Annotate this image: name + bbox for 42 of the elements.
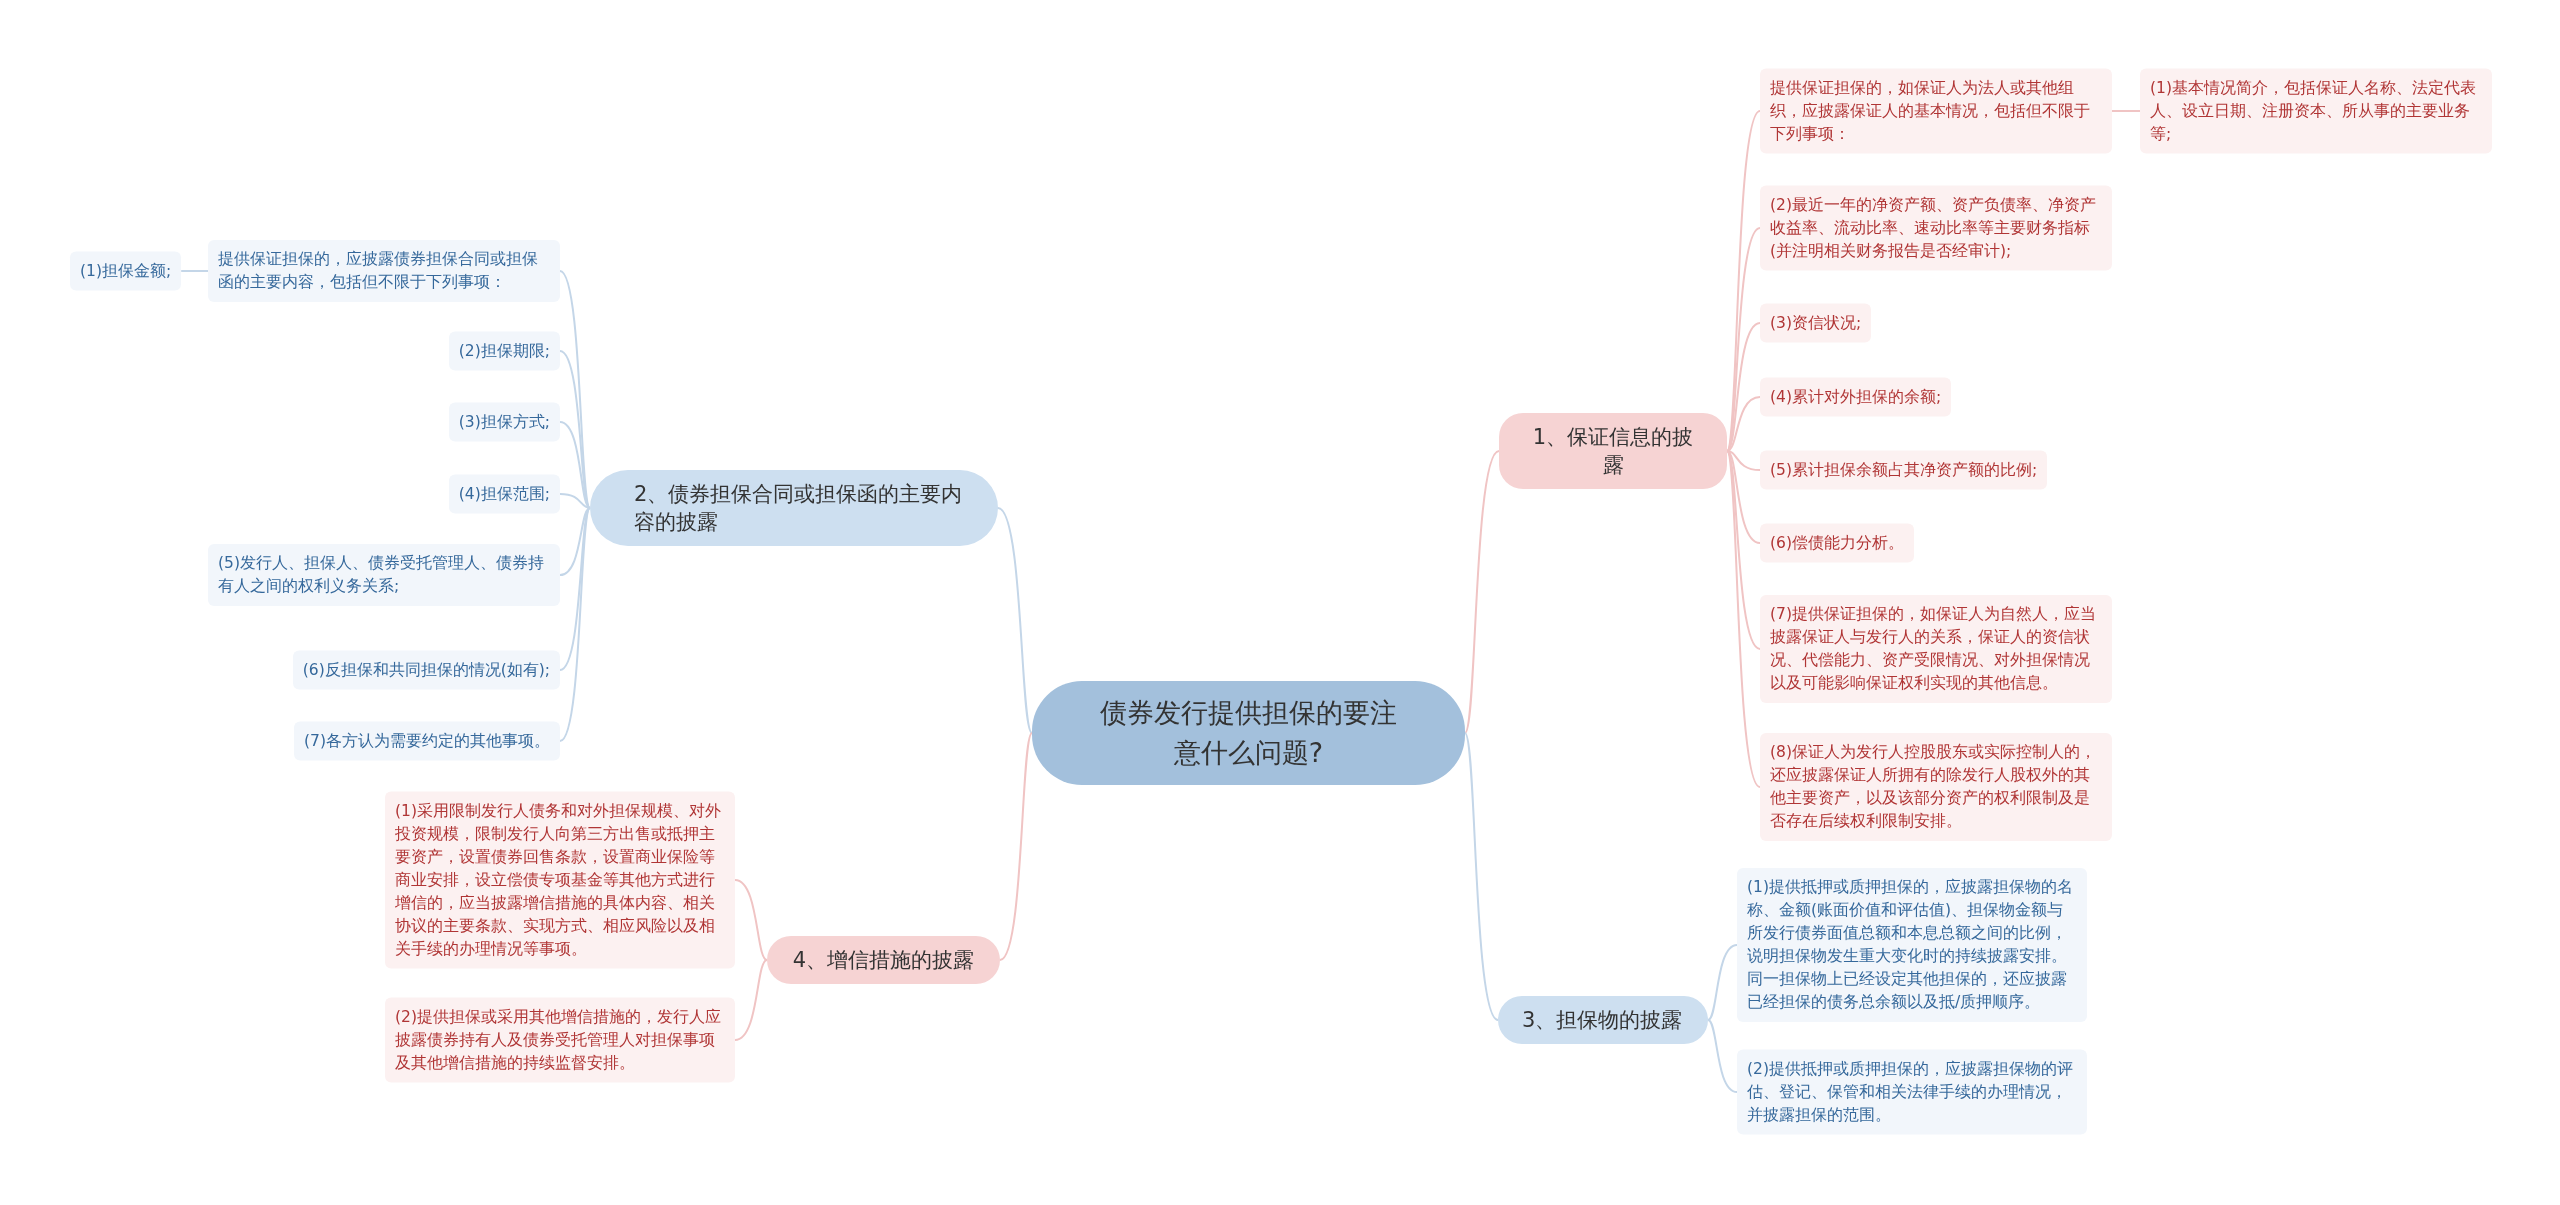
text-card: (2)提供担保或采用其他增信措施的，发行人应披露债券持有人及债券受托管理人对担保事项及其他增信措施的持续监督安排。 [385, 997, 735, 1083]
text-card: (5)发行人、担保人、债券受托管理人、债券持有人之间的权利义务关系; [208, 544, 560, 606]
text-card: (2)担保期限; [448, 331, 560, 371]
text-card: 提供保证担保的，如保证人为法人或其他组织，应披露保证人的基本情况，包括但不限于下列事项： [1760, 68, 2112, 154]
connector-line [1464, 450, 1500, 734]
text-card: (6)偿债能力分析。 [1760, 523, 1914, 563]
connector-line [1707, 1019, 1738, 1093]
topic-pill: 4、增信措施的披露 [767, 936, 1000, 984]
connector-line [1726, 450, 1761, 544]
central-topic: 债券发行提供担保的要注意什么问题? [1032, 681, 1465, 785]
connector-line [559, 507, 591, 576]
topic-pill: 2、债券担保合同或担保函的主要内容的披露 [590, 470, 998, 546]
text-card: (1)采用限制发行人债务和对外担保规模、对外投资规模，限制发行人向第三方出售或抵押主要资产，设置债券回售条款，设置商业保险等商业安排，设立偿债专项基金等其他方式进行增信的，应当披露增信措施的具体内容、相关协议的主要条款、实现方式、相应风险以及相关手续的办理情况等事项。 [385, 791, 735, 969]
text-card: (1)提供抵押或质押担保的，应披露担保物的名称、金额(账面价值和评估值)、担保物金额与所发行债券面值总额和本息总额之间的比例，说明担保物发生重大变化时的持续披露安排。同一担保物上已经设定其他担保的，还应披露已经担保的债务总余额以及抵/质押顺序。 [1737, 868, 2087, 1022]
text-card: (5)累计担保余额占其净资产额的比例; [1760, 450, 2048, 490]
topic-pill: 1、保证信息的披露 [1499, 413, 1727, 489]
text-card: (4)担保范围; [448, 474, 560, 514]
text-card: (3)资信状况; [1760, 303, 1872, 343]
connector-line [1707, 944, 1738, 1021]
text-card: (1)基本情况简介，包括保证人名称、法定代表人、设立日期、注册资本、所从事的主要业务等; [2140, 68, 2492, 154]
connector-line [734, 959, 768, 1041]
connector-line [734, 879, 768, 961]
connector-line [1464, 732, 1499, 1021]
connector-line [180, 270, 209, 272]
connector-line [1726, 450, 1761, 471]
text-card: (6)反担保和共同担保的情况(如有); [292, 650, 560, 690]
text-card: (3)担保方式; [448, 402, 560, 442]
text-card: (1)担保金额; [70, 251, 182, 291]
connector-line [559, 493, 591, 509]
connector-line [559, 421, 591, 509]
connector-line [999, 732, 1033, 961]
topic-pill: 3、担保物的披露 [1498, 996, 1708, 1044]
text-card: (2)最近一年的净资产额、资产负债率、净资产收益率、流动比率、速动比率等主要财务指标(并注明相关财务报告是否经审计); [1760, 185, 2112, 271]
connector-line [997, 507, 1033, 734]
text-card: 提供保证担保的，应披露债券担保合同或担保函的主要内容，包括但不限于下列事项： [208, 240, 560, 302]
text-card: (7)提供保证担保的，如保证人为自然人，应当披露保证人与发行人的关系，保证人的资信状况、代偿能力、资产受限情况、对外担保情况以及可能影响保证权利实现的其他信息。 [1760, 595, 2112, 703]
text-card: (7)各方认为需要约定的其他事项。 [294, 721, 560, 761]
connector-line [1726, 396, 1761, 452]
text-card: (2)提供抵押或质押担保的，应披露担保物的评估、登记、保管和相关法律手续的办理情况，并披露担保的范围。 [1737, 1049, 2087, 1135]
text-card: (8)保证人为发行人控股股东或实际控制人的，还应披露保证人所拥有的除发行人股权外的其他主要资产，以及该部分资产的权利限制及是否存在后续权利限制安排。 [1760, 733, 2112, 841]
connector-line [2111, 110, 2141, 112]
text-card: (4)累计对外担保的余额; [1760, 377, 1952, 417]
